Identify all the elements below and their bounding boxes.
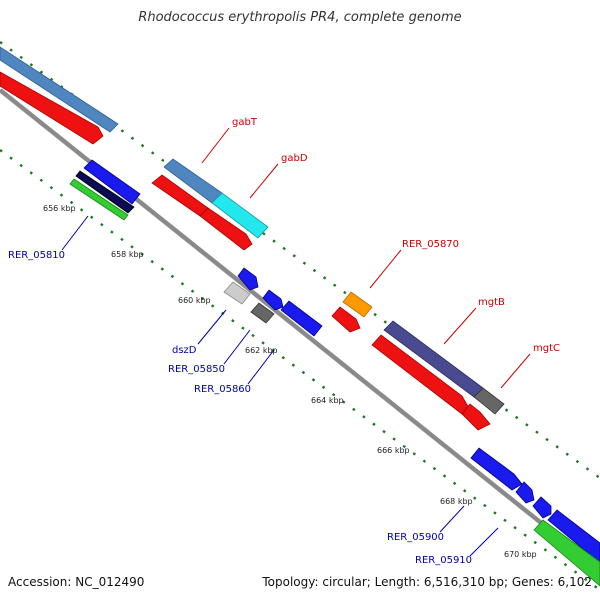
- tick-label: 670 kbp: [504, 550, 537, 559]
- gene-label: gabT: [232, 117, 258, 128]
- gene-labels: gabT gabD RER_05870 mgtB mgtC RER_05810 …: [8, 117, 560, 566]
- gene-arrow: [342, 291, 373, 318]
- gene-arrow: [211, 192, 269, 239]
- gene-label: RER_05810: [8, 250, 65, 261]
- callout-line: [197, 309, 227, 345]
- callout-line: [223, 329, 251, 365]
- gene-label: RER_05900: [387, 532, 444, 543]
- callout-line: [439, 505, 465, 533]
- gene-arrow: [371, 334, 471, 415]
- gene-label: RER_05910: [415, 555, 472, 566]
- gene-arrow: [532, 496, 552, 519]
- gene-arrow: [250, 302, 275, 324]
- gene-arrow: [470, 447, 523, 491]
- tick-label: 666 kbp: [377, 446, 410, 455]
- gene-arrow: [280, 300, 323, 337]
- gene-arrow: [461, 403, 491, 431]
- gene-arrow: [0, 71, 104, 145]
- tick-label: 658 kbp: [111, 250, 144, 259]
- gene-arrow: [83, 159, 141, 205]
- gene-label: mgtC: [533, 343, 560, 354]
- callout-line: [469, 527, 499, 557]
- tick-label: 662 kbp: [245, 346, 278, 355]
- gene-arrow: [199, 207, 253, 251]
- gene-label: RER_05860: [194, 384, 251, 395]
- callout-line: [201, 127, 230, 164]
- map-title: Rhodococcus erythropolis PR4, complete g…: [138, 10, 462, 25]
- gene-label: dszD: [172, 345, 197, 356]
- tick-label: 656 kbp: [43, 204, 76, 213]
- gene-arrow: [473, 387, 505, 415]
- tick-label: 660 kbp: [178, 296, 211, 305]
- gene-label: mgtB: [478, 297, 505, 308]
- gene-arrow: [533, 519, 600, 587]
- gene-arrow: [0, 46, 119, 133]
- tick-label: 664 kbp: [311, 396, 344, 405]
- gene-label: RER_05870: [402, 239, 459, 250]
- label-callouts: [61, 127, 531, 557]
- accession-text: Accession: NC_012490: [8, 575, 145, 589]
- gene-arrow: [331, 306, 361, 333]
- topology-text: Topology: circular; Length: 6,516,310 bp…: [262, 575, 592, 589]
- gene-arrow: [223, 281, 251, 305]
- tick-labels: 656 kbp 658 kbp 660 kbp 662 kbp 664 kbp …: [43, 204, 537, 559]
- callout-line: [443, 307, 477, 345]
- callout-line: [247, 349, 275, 385]
- guide-track-middle: [0, 149, 600, 591]
- callout-line: [249, 163, 279, 199]
- callout-line: [500, 353, 531, 389]
- gene-arrow: [262, 289, 284, 311]
- tick-label: 668 kbp: [440, 497, 473, 506]
- gene-arrow: [69, 178, 129, 221]
- gene-arrow: [547, 509, 600, 564]
- gene-features: [0, 46, 600, 587]
- gene-label: RER_05850: [168, 364, 225, 375]
- callout-line: [369, 249, 402, 289]
- gene-label: gabD: [281, 153, 308, 164]
- callout-line: [61, 215, 89, 251]
- gene-arrow: [515, 481, 535, 504]
- gene-arrow: [237, 267, 259, 291]
- gene-arrow: [75, 170, 135, 214]
